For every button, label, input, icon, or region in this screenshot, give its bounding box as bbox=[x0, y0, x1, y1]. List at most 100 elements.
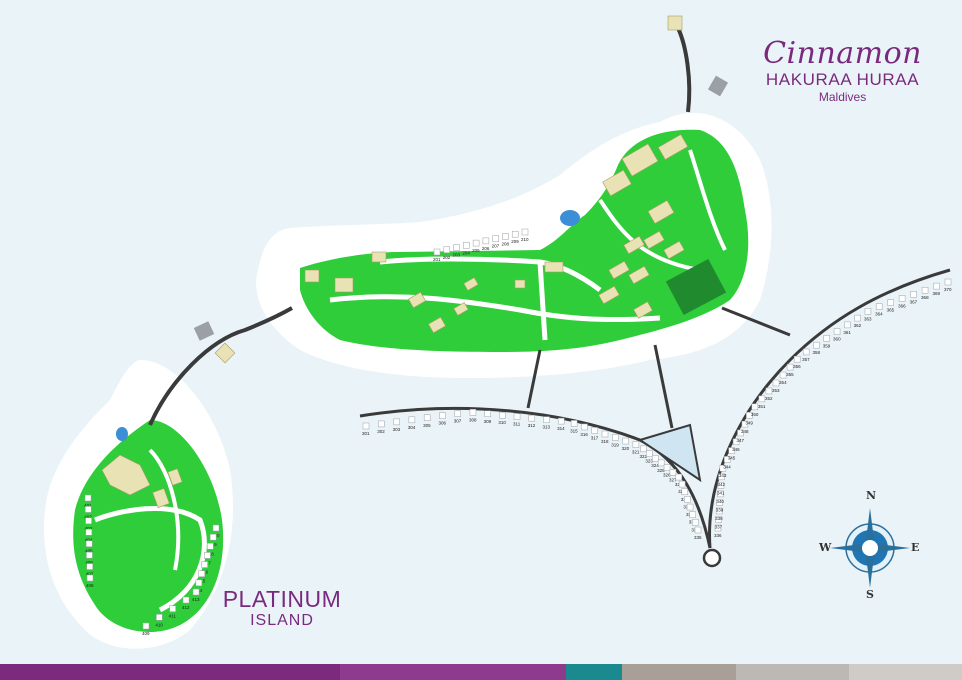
villa-316: 316 bbox=[580, 423, 588, 437]
svg-text:338: 338 bbox=[715, 516, 723, 521]
svg-text:305: 305 bbox=[423, 423, 431, 428]
svg-text:351: 351 bbox=[758, 404, 766, 409]
villa-408: 408 bbox=[86, 574, 94, 588]
bottom-bar-segment-3 bbox=[566, 664, 622, 680]
svg-text:321: 321 bbox=[632, 450, 640, 455]
svg-text:347: 347 bbox=[737, 438, 745, 443]
svg-text:349: 349 bbox=[745, 420, 753, 425]
villa-320: 320 bbox=[622, 437, 630, 451]
villa-322: 322 bbox=[640, 445, 648, 459]
svg-text:316: 316 bbox=[580, 432, 588, 437]
svg-text:337: 337 bbox=[715, 524, 723, 529]
bottom-bar-segment-2 bbox=[340, 664, 566, 680]
villa-328: 328 bbox=[675, 473, 683, 487]
villa-342: 342 bbox=[718, 473, 726, 487]
water-villa-jetty-right-arm bbox=[708, 268, 951, 549]
svg-text:328: 328 bbox=[675, 482, 683, 487]
svg-text:326: 326 bbox=[663, 473, 671, 478]
villa-403: 403 bbox=[85, 517, 93, 531]
svg-text:304: 304 bbox=[408, 425, 416, 430]
villa-203: 203 bbox=[453, 244, 461, 258]
island-connecting-jetty bbox=[148, 306, 293, 426]
svg-text:348: 348 bbox=[741, 429, 749, 434]
platinum-villas: 4014024034044054064074084204194184174164… bbox=[84, 494, 220, 636]
svg-text:308: 308 bbox=[469, 417, 477, 422]
villa-209: 209 bbox=[511, 230, 519, 244]
villa-327: 327 bbox=[669, 469, 677, 482]
villa-309: 309 bbox=[484, 410, 492, 424]
villa-359: 359 bbox=[823, 335, 831, 348]
villa-412: 412 bbox=[182, 596, 190, 610]
compass-west: W bbox=[819, 541, 832, 554]
svg-text:356: 356 bbox=[793, 364, 801, 369]
svg-text:320: 320 bbox=[622, 446, 630, 451]
resort-name: HAKURAA HURAA bbox=[765, 70, 920, 89]
svg-text:207: 207 bbox=[492, 244, 500, 249]
villa-301: 301 bbox=[362, 422, 370, 436]
svg-text:354: 354 bbox=[779, 380, 787, 385]
villa-401: 401 bbox=[84, 494, 92, 508]
villa-306: 306 bbox=[438, 412, 446, 426]
villa-304: 304 bbox=[408, 416, 416, 430]
svg-text:350: 350 bbox=[751, 412, 759, 417]
compass-east: E bbox=[911, 541, 920, 554]
villa-348: 348 bbox=[741, 420, 749, 434]
svg-text:403: 403 bbox=[85, 526, 93, 531]
villa-204: 204 bbox=[462, 242, 470, 255]
villa-303: 303 bbox=[393, 418, 401, 432]
villa-368: 368 bbox=[921, 286, 929, 300]
brand-script-name: Cinnamon bbox=[763, 36, 922, 71]
villa-338: 338 bbox=[715, 507, 723, 521]
svg-text:302: 302 bbox=[377, 429, 385, 434]
platinum-label-line1: PLATINUM bbox=[222, 586, 342, 612]
svg-text:407: 407 bbox=[86, 572, 94, 577]
villa-313: 313 bbox=[542, 416, 550, 430]
svg-text:364: 364 bbox=[875, 312, 883, 317]
villa-305: 305 bbox=[423, 414, 431, 428]
villa-315: 315 bbox=[570, 420, 578, 433]
svg-text:312: 312 bbox=[528, 423, 536, 428]
villa-405: 405 bbox=[85, 540, 93, 554]
platinum-label-line2: ISLAND bbox=[250, 612, 314, 629]
villa-321: 321 bbox=[632, 441, 640, 455]
svg-text:318: 318 bbox=[601, 439, 609, 444]
bottom-bar-segment-5 bbox=[736, 664, 849, 680]
villa-201: 201 bbox=[433, 248, 441, 262]
svg-text:208: 208 bbox=[501, 241, 509, 246]
villa-356: 356 bbox=[793, 355, 801, 369]
villa-361: 361 bbox=[843, 321, 851, 335]
svg-text:352: 352 bbox=[765, 396, 773, 401]
svg-text:311: 311 bbox=[513, 422, 521, 427]
villa-358: 358 bbox=[812, 341, 820, 355]
villa-336: 336 bbox=[714, 524, 722, 538]
svg-text:361: 361 bbox=[843, 330, 851, 335]
svg-text:406: 406 bbox=[85, 560, 93, 565]
villa-210: 210 bbox=[521, 228, 529, 242]
main-pool bbox=[560, 210, 580, 226]
connector-jetty bbox=[526, 349, 542, 409]
villa-369: 369 bbox=[933, 282, 941, 296]
villa-413: 413 bbox=[192, 588, 200, 602]
svg-text:306: 306 bbox=[438, 421, 446, 426]
villa-351: 351 bbox=[758, 395, 766, 409]
sports-field bbox=[665, 258, 727, 316]
villa-302: 302 bbox=[377, 420, 385, 434]
svg-text:362: 362 bbox=[854, 323, 862, 328]
svg-text:408: 408 bbox=[86, 583, 94, 588]
bottom-bar-segment-1 bbox=[0, 664, 340, 680]
svg-text:203: 203 bbox=[453, 253, 461, 258]
villa-208: 208 bbox=[501, 233, 509, 246]
svg-text:346: 346 bbox=[732, 447, 740, 452]
compass-rose bbox=[830, 508, 910, 588]
svg-text:319: 319 bbox=[611, 443, 619, 448]
svg-text:322: 322 bbox=[640, 454, 648, 459]
svg-text:209: 209 bbox=[511, 239, 519, 244]
villa-363: 363 bbox=[864, 308, 872, 321]
villa-404: 404 bbox=[85, 529, 93, 542]
villa-366: 366 bbox=[898, 295, 906, 308]
svg-text:310: 310 bbox=[498, 420, 506, 425]
villa-317: 317 bbox=[591, 427, 599, 440]
main-island-path bbox=[537, 261, 548, 341]
svg-text:323: 323 bbox=[645, 459, 653, 464]
